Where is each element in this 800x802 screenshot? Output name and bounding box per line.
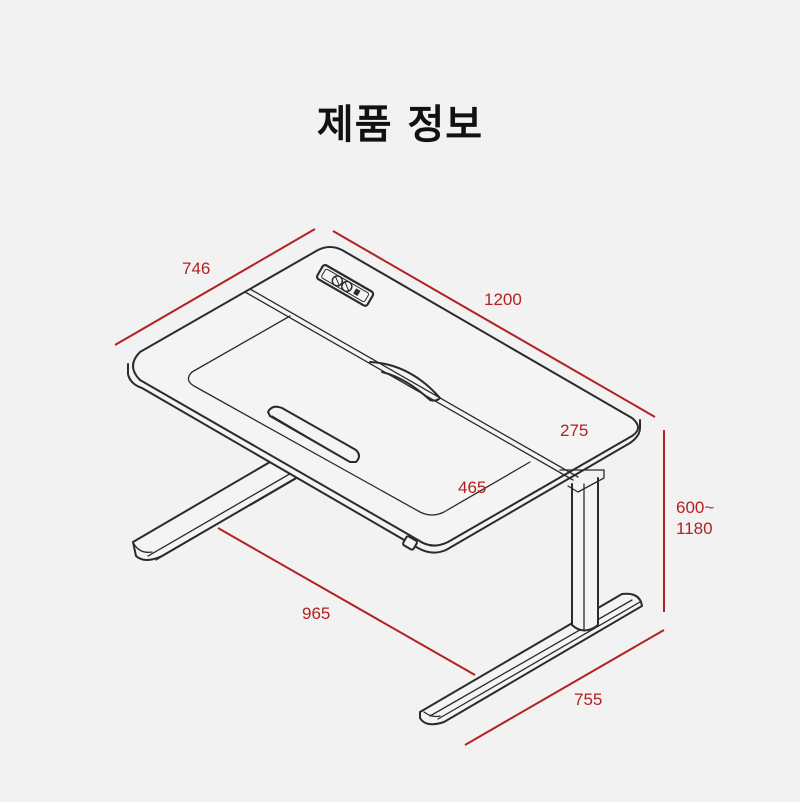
right-foot [419, 592, 643, 726]
dim-panel-depth-label: 275 [560, 421, 589, 440]
dim-height-label-line2: 1180 [676, 519, 713, 538]
dim-width-label: 1200 [484, 290, 522, 309]
left-foot [132, 461, 311, 561]
desk-top [127, 246, 641, 554]
page-title: 제품 정보 [316, 102, 484, 148]
dim-height-label-line1: 600~ [676, 498, 715, 517]
dim-line-foot [464, 629, 665, 746]
dim-depth-label: 746 [182, 259, 211, 278]
right-column [571, 477, 599, 632]
dim-line-depth [114, 228, 316, 346]
dim-foot-length-label: 755 [574, 690, 603, 709]
dim-line-width [332, 230, 656, 418]
dim-panel-width-label: 465 [458, 478, 487, 497]
desk-control-panel-icon [315, 263, 375, 307]
dim-line-frame [217, 527, 476, 676]
dim-frame-width-label: 965 [302, 604, 331, 623]
